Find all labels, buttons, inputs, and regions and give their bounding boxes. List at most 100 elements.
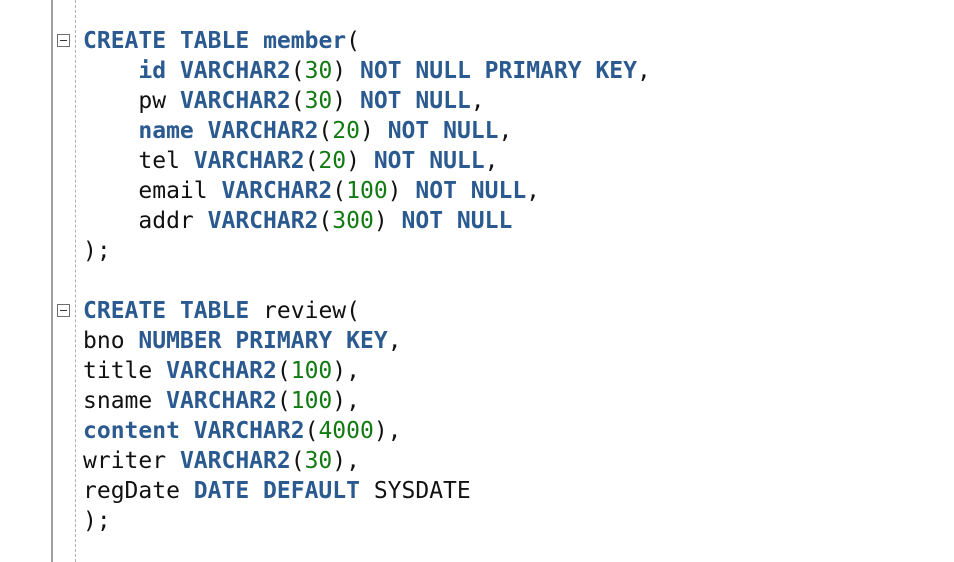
- text-token: [402, 88, 416, 114]
- code-line[interactable]: );: [83, 506, 651, 536]
- text-token: title: [83, 358, 167, 384]
- keyword-token: member: [263, 28, 347, 54]
- text-token: (: [290, 88, 305, 114]
- number-token: 100: [290, 388, 333, 414]
- text-token: [249, 28, 263, 54]
- number-token: 30: [304, 448, 333, 474]
- keyword-token: VARCHAR2: [179, 88, 291, 114]
- text-token: [415, 148, 429, 174]
- keyword-token: NOT: [387, 118, 430, 144]
- text-token: (: [290, 448, 305, 474]
- code-line[interactable]: pw VARCHAR2(30) NOT NULL,: [83, 86, 651, 116]
- text-token: ,: [498, 118, 513, 144]
- text-token: [221, 328, 235, 354]
- text-token: [249, 478, 263, 504]
- text-token: [83, 118, 138, 144]
- text-token: regDate: [83, 478, 194, 504]
- text-token: ),: [332, 358, 360, 384]
- text-token: (: [290, 58, 305, 84]
- text-token: ): [373, 208, 402, 234]
- text-token: ): [346, 148, 374, 174]
- text-token: ,: [637, 58, 651, 84]
- text-token: [429, 118, 443, 144]
- text-token: email: [83, 178, 222, 204]
- number-token: 30: [304, 88, 333, 114]
- text-token: [83, 58, 138, 84]
- code-line[interactable]: title VARCHAR2(100),: [83, 356, 651, 386]
- keyword-token: name: [138, 118, 194, 144]
- text-token: bno: [83, 328, 139, 354]
- keyword-token: VARCHAR2: [166, 358, 277, 384]
- keyword-token: NULL: [415, 58, 471, 84]
- keyword-token: NULL: [429, 148, 485, 174]
- text-token: (: [318, 208, 333, 234]
- text-token: ,: [387, 328, 402, 354]
- keyword-token: id: [138, 58, 167, 84]
- keyword-token: CREATE: [83, 28, 167, 54]
- code-line[interactable]: CREATE TABLE review(: [83, 296, 651, 326]
- number-token: 4000: [318, 418, 374, 444]
- fold-guide-line: [75, 0, 76, 562]
- keyword-token: VARCHAR2: [166, 388, 277, 414]
- text-token: writer: [83, 448, 180, 474]
- keyword-token: NULL: [456, 208, 513, 234]
- text-token: review(: [249, 298, 360, 324]
- text-token: ),: [373, 418, 402, 444]
- code-line[interactable]: regDate DATE DEFAULT SYSDATE: [83, 476, 651, 506]
- text-token: ): [387, 178, 416, 204]
- keyword-token: KEY: [595, 58, 637, 84]
- number-token: 20: [332, 118, 360, 144]
- code-line[interactable]: addr VARCHAR2(300) NOT NULL: [83, 206, 651, 236]
- keyword-token: NOT: [359, 88, 402, 114]
- code-line[interactable]: email VARCHAR2(100) NOT NULL,: [83, 176, 651, 206]
- code-line[interactable]: );: [83, 236, 651, 266]
- number-token: 30: [304, 58, 333, 84]
- text-token: tel: [83, 148, 194, 174]
- text-token: [457, 178, 471, 204]
- code-line[interactable]: name VARCHAR2(20) NOT NULL,: [83, 116, 651, 146]
- text-token: (: [332, 178, 347, 204]
- text-token: [194, 118, 208, 144]
- text-token: ): [332, 88, 360, 114]
- keyword-token: KEY: [346, 328, 388, 354]
- text-token: (: [304, 148, 319, 174]
- text-token: (: [276, 388, 291, 414]
- text-token: [166, 28, 180, 54]
- code-line[interactable]: bno NUMBER PRIMARY KEY,: [83, 326, 651, 356]
- number-token: 20: [318, 148, 347, 174]
- fold-collapse-review-icon[interactable]: [57, 304, 70, 317]
- code-line[interactable]: sname VARCHAR2(100),: [83, 386, 651, 416]
- code-line[interactable]: CREATE TABLE member(: [83, 26, 651, 56]
- text-token: [582, 58, 596, 84]
- keyword-token: NULL: [443, 118, 499, 144]
- text-token: ),: [332, 388, 360, 414]
- keyword-token: VARCHAR2: [207, 208, 319, 234]
- code-area[interactable]: CREATE TABLE member( id VARCHAR2(30) NOT…: [83, 26, 651, 536]
- keyword-token: VARCHAR2: [193, 148, 305, 174]
- keyword-token: NOT: [415, 178, 457, 204]
- text-token: [443, 208, 457, 234]
- keyword-token: DEFAULT: [263, 478, 360, 504]
- keyword-token: TABLE: [179, 28, 250, 54]
- keyword-token: VARCHAR2: [179, 58, 291, 84]
- keyword-token: TABLE: [179, 298, 250, 324]
- text-token: [332, 328, 346, 354]
- keyword-token: NULL: [470, 178, 527, 204]
- text-token: ),: [332, 448, 360, 474]
- code-line[interactable]: [83, 266, 651, 296]
- fold-collapse-member-icon[interactable]: [57, 34, 70, 47]
- code-line[interactable]: id VARCHAR2(30) NOT NULL PRIMARY KEY,: [83, 56, 651, 86]
- keyword-token: NULL: [415, 88, 471, 114]
- code-line[interactable]: content VARCHAR2(4000),: [83, 416, 651, 446]
- text-token: (: [346, 28, 361, 54]
- text-token: [402, 58, 416, 84]
- text-token: addr: [83, 208, 208, 234]
- code-line[interactable]: writer VARCHAR2(30),: [83, 446, 651, 476]
- keyword-token: NOT: [360, 58, 402, 84]
- text-token: [166, 298, 180, 324]
- text-token: );: [83, 238, 111, 264]
- keyword-token: NUMBER: [138, 328, 222, 354]
- text-token: ,: [470, 88, 485, 114]
- code-line[interactable]: tel VARCHAR2(20) NOT NULL,: [83, 146, 651, 176]
